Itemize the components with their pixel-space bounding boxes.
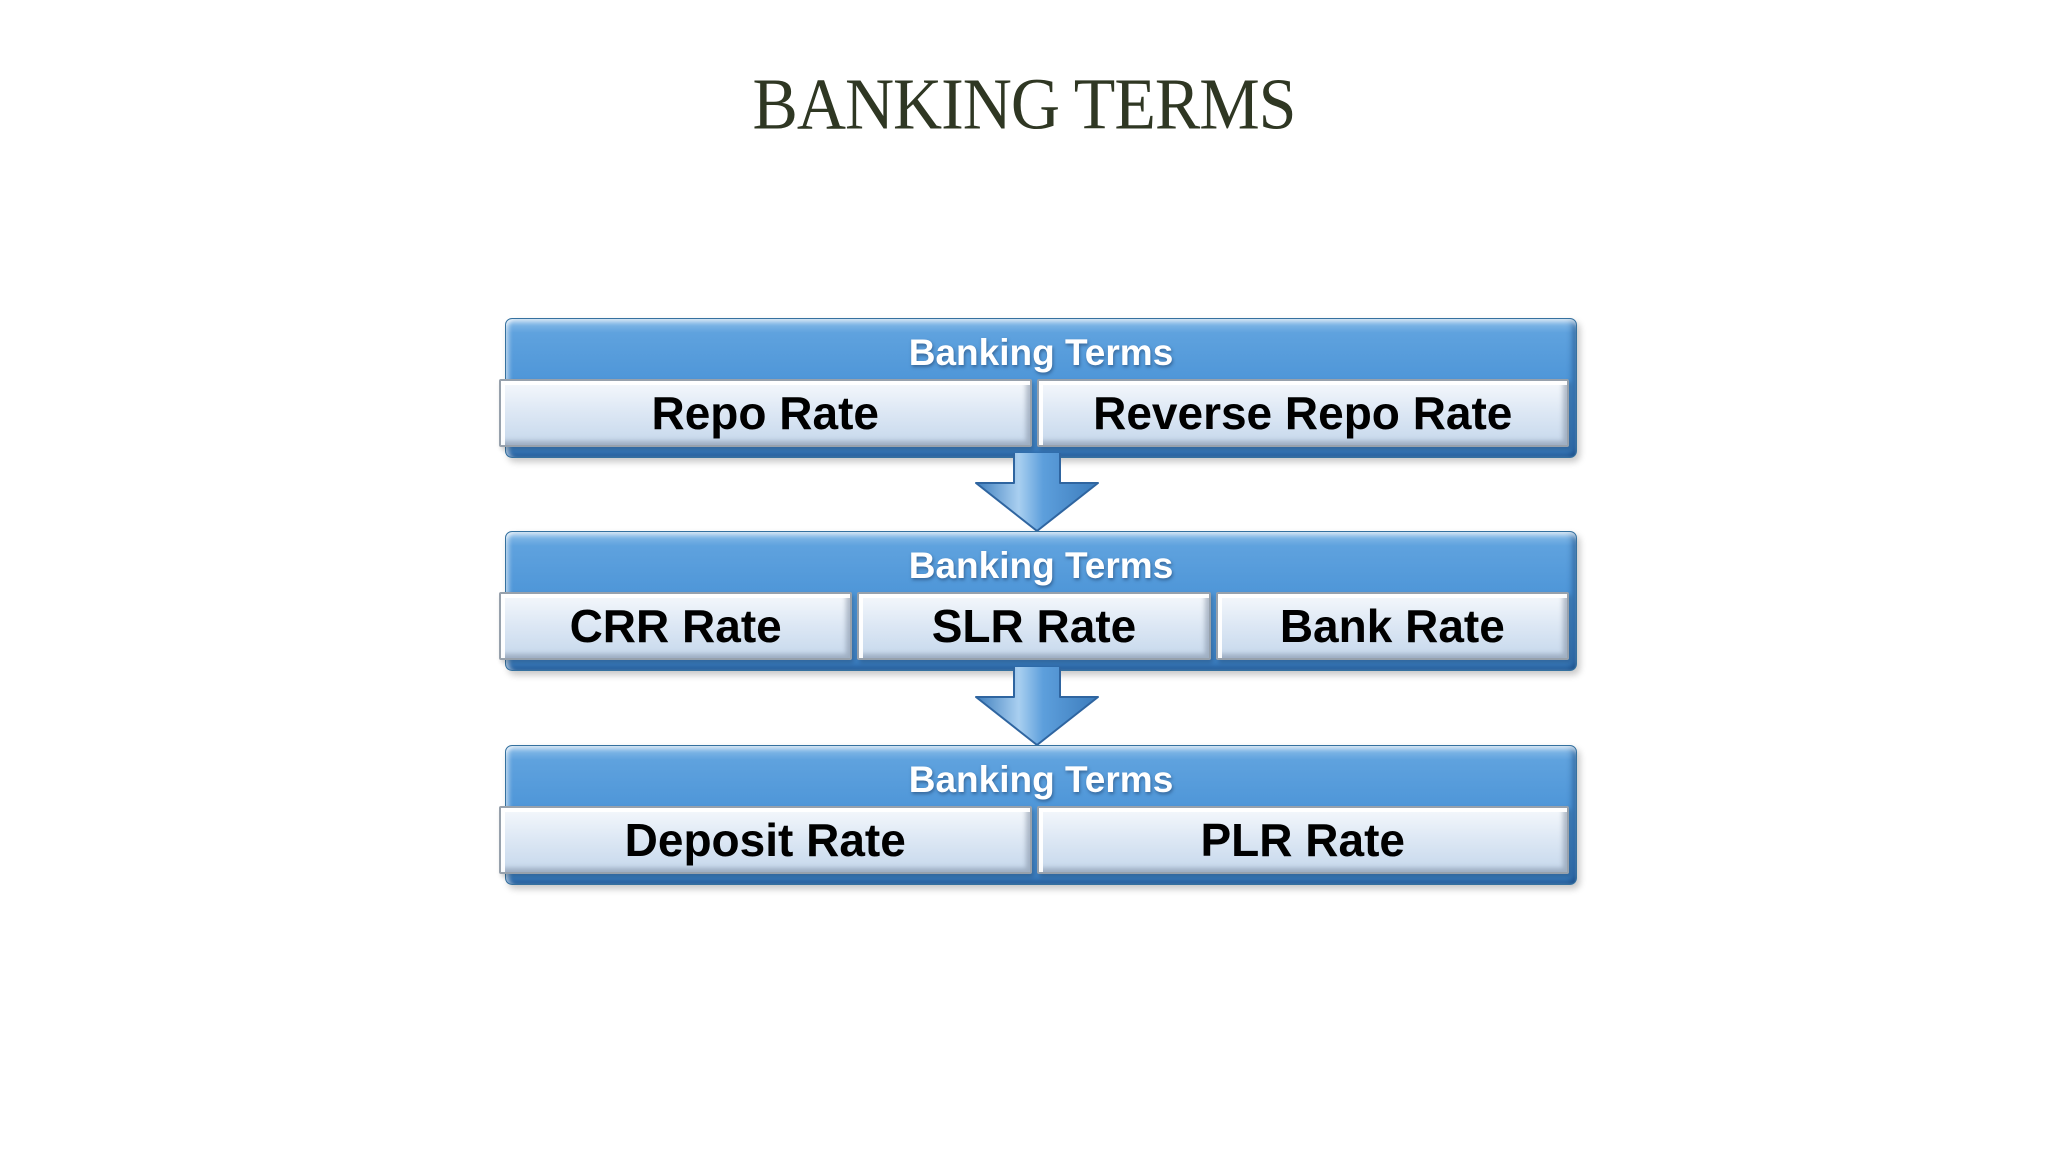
term-item-crr-rate: CRR Rate: [499, 592, 853, 660]
down-arrow-icon: [975, 667, 1099, 746]
group-header: Banking Terms: [908, 545, 1174, 586]
term-item-row: CRR Rate SLR Rate Bank Rate: [499, 592, 1569, 660]
term-item-row: Deposit Rate PLR Rate: [499, 806, 1569, 874]
group-header: Banking Terms: [908, 759, 1174, 800]
term-item-slr-rate: SLR Rate: [857, 592, 1211, 660]
page-title: BANKING TERMS: [752, 62, 1296, 145]
down-arrow-icon: [975, 453, 1099, 532]
term-item-deposit-rate: Deposit Rate: [499, 806, 1032, 874]
term-group-1: Banking Terms Repo Rate Reverse Repo Rat…: [499, 318, 1577, 458]
term-item-reverse-repo-rate: Reverse Repo Rate: [1036, 379, 1569, 447]
group-header: Banking Terms: [908, 332, 1174, 373]
term-item-bank-rate: Bank Rate: [1215, 592, 1569, 660]
term-item-repo-rate: Repo Rate: [499, 379, 1032, 447]
term-group-2: Banking Terms CRR Rate SLR Rate Bank Rat…: [499, 531, 1577, 671]
term-item-row: Repo Rate Reverse Repo Rate: [499, 379, 1569, 447]
term-group-3: Banking Terms Deposit Rate PLR Rate: [499, 745, 1577, 885]
term-item-plr-rate: PLR Rate: [1036, 806, 1569, 874]
